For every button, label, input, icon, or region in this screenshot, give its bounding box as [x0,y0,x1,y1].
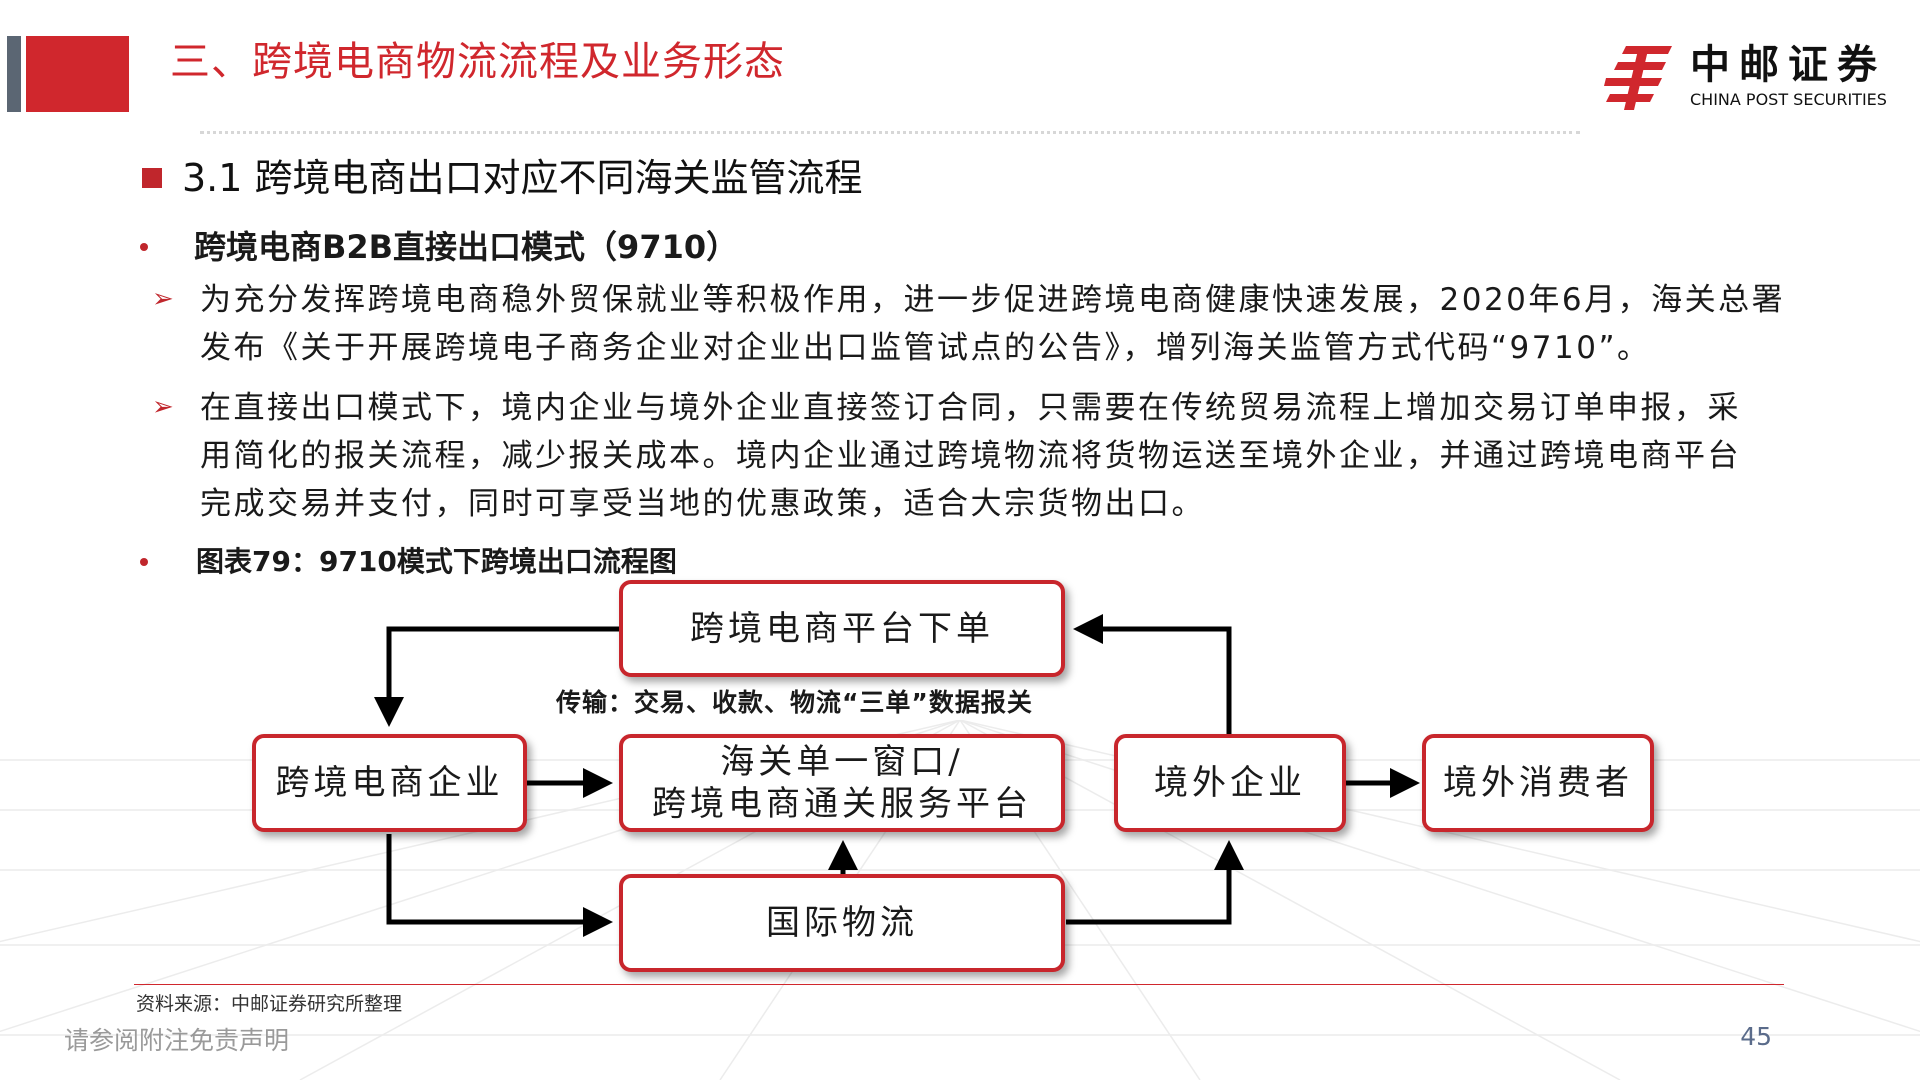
arrow-overseas-to-platform [1073,614,1232,734]
section-title: 三、跨境电商物流流程及业务形态 [170,39,785,85]
arrow-logistics-to-overseas [1066,840,1244,925]
figure-title: 图表79：9710模式下跨境出口流程图 [196,545,677,578]
node-customs-window: 海关单一窗口/ 跨境电商通关服务平台 [619,734,1065,832]
node-overseas-consumer: 境外消费者 [1422,734,1654,832]
node-customs-window-line-2: 跨境电商通关服务平台 [652,784,1032,824]
paragraph-2-line-3: 完成交易并支付，同时可享受当地的优惠政策，适合大宗货物出口。 [200,486,1205,522]
flow-note: 传输：交易、收款、物流“三单”数据报关 [556,688,1033,717]
bullet-dot-icon [140,558,148,566]
node-cross-border-enterprise: 跨境电商企业 [252,734,527,832]
node-cross-border-enterprise-label: 跨境电商企业 [275,763,504,803]
paragraph-2: 在直接出口模式下，境内企业与境外企业直接签订合同，只需要在传统贸易流程上增加交易… [200,384,1880,528]
paragraph-2-line-1: 在直接出口模式下，境内企业与境外企业直接签订合同，只需要在传统贸易流程上增加交易… [200,390,1741,426]
arrow-platform-to-enterprise [374,626,622,727]
paragraph-1-line-2: 发布《关于开展跨境电子商务企业对企业出口监管试点的公告》，增列海关监管方式代码“… [200,330,1651,366]
company-logo: 中邮证券 CHINA POST SECURITIES [1604,40,1894,112]
logo-text-en: CHINA POST SECURITIES [1690,90,1887,109]
node-platform-order: 跨境电商平台下单 [619,580,1065,677]
bullet-dot-icon [140,243,148,251]
disclaimer: 请参阅附注免责声明 [64,1026,290,1055]
arrow-bullet-icon: ➢ [152,284,174,314]
source-note: 资料来源：中邮证券研究所整理 [136,993,403,1015]
china-post-logo-icon [1604,46,1672,110]
node-customs-window-line-1: 海关单一窗口/ [720,742,964,782]
page-number: 45 [1740,1022,1772,1051]
header-accent-bar-red [26,36,129,112]
arrow-enterprise-to-logistics [386,834,613,937]
node-overseas-enterprise: 境外企业 [1114,734,1346,832]
paragraph-2-line-2: 用简化的报关流程，减少报关成本。境内企业通过跨境物流将货物运送至境外企业，并通过… [200,438,1741,474]
subheading: 3.1 跨境电商出口对应不同海关监管流程 [182,156,863,200]
node-overseas-enterprise-label: 境外企业 [1154,763,1306,803]
header-accent-bar-grey [7,36,21,112]
logo-text-cn: 中邮证券 [1690,42,1886,88]
bullet-title: 跨境电商B2B直接出口模式（9710） [194,228,739,266]
subheading-square-icon [142,168,162,188]
arrow-bullet-icon: ➢ [152,392,174,422]
node-platform-order-label: 跨境电商平台下单 [690,608,994,649]
node-international-logistics: 国际物流 [619,874,1065,972]
node-international-logistics-label: 国际物流 [766,903,918,943]
header-divider [200,131,1580,134]
node-overseas-consumer-label: 境外消费者 [1443,763,1633,803]
paragraph-1: 为充分发挥跨境电商稳外贸保就业等积极作用，进一步促进跨境电商健康快速发展，202… [200,276,1880,372]
paragraph-1-line-1: 为充分发挥跨境电商稳外贸保就业等积极作用，进一步促进跨境电商健康快速发展，202… [200,282,1786,318]
source-divider [134,984,1784,985]
